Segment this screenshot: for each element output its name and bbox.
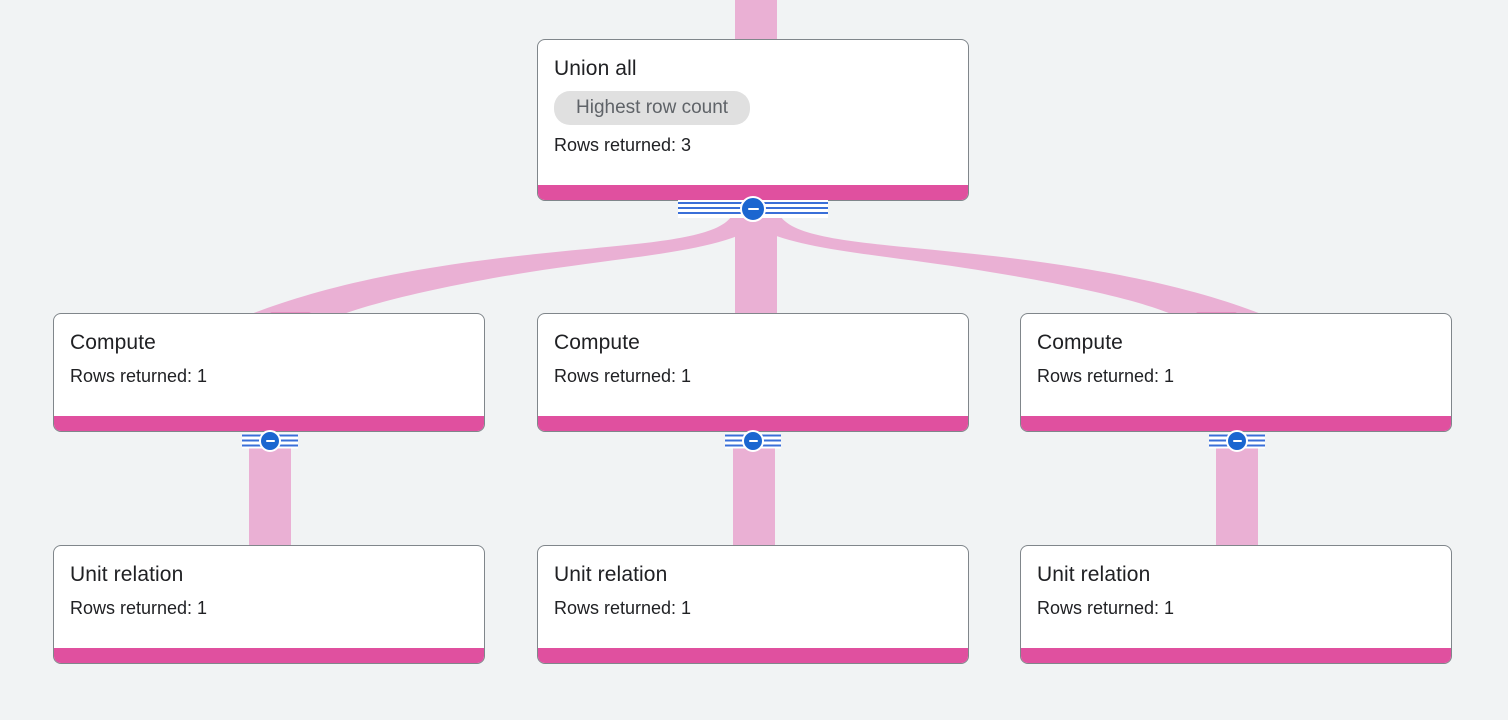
- node-title: Union all: [554, 57, 637, 80]
- node-compute-2[interactable]: Compute Rows returned: 1: [537, 313, 969, 432]
- node-footer-bar: [54, 648, 484, 663]
- minus-icon[interactable]: [740, 196, 766, 222]
- node-footer-bar: [1021, 416, 1451, 431]
- edge-union-all-to-compute-3: [735, 205, 1266, 325]
- collapse-toggle-compute-2[interactable]: [725, 430, 781, 452]
- node-body: Compute Rows returned: 1: [54, 314, 484, 416]
- node-footer-bar: [54, 416, 484, 431]
- rows-returned-label: Rows returned: 1: [1037, 366, 1175, 386]
- node-title: Unit relation: [1037, 563, 1151, 586]
- node-body: Unit relation Rows returned: 1: [538, 546, 968, 648]
- node-title: Unit relation: [554, 563, 668, 586]
- node-title: Compute: [1037, 331, 1123, 354]
- node-body: Unit relation Rows returned: 1: [1021, 546, 1451, 648]
- node-footer-bar: [538, 185, 968, 200]
- node-body: Unit relation Rows returned: 1: [54, 546, 484, 648]
- node-body: Compute Rows returned: 1: [1021, 314, 1451, 416]
- node-unit-relation-2[interactable]: Unit relation Rows returned: 1: [537, 545, 969, 664]
- node-title: Unit relation: [70, 563, 184, 586]
- node-footer-bar: [538, 648, 968, 663]
- edge-compute-1-to-unit-relation-1: [249, 437, 291, 549]
- collapse-toggle-compute-3[interactable]: [1209, 430, 1265, 452]
- edge-incoming-to-union-all: [735, 0, 777, 42]
- node-body: Union all Highest row count Rows returne…: [538, 40, 968, 185]
- status-badge: Highest row count: [554, 91, 751, 125]
- minus-icon[interactable]: [1226, 430, 1248, 452]
- node-body: Compute Rows returned: 1: [538, 314, 968, 416]
- rows-returned-label: Rows returned: 1: [554, 598, 692, 618]
- rows-returned-label: Rows returned: 1: [1037, 598, 1175, 618]
- collapse-toggle-union-all[interactable]: [678, 196, 828, 222]
- node-compute-1[interactable]: Compute Rows returned: 1: [53, 313, 485, 432]
- node-union-all[interactable]: Union all Highest row count Rows returne…: [537, 39, 969, 201]
- edge-compute-2-to-unit-relation-2: [733, 437, 775, 549]
- rows-returned-label: Rows returned: 3: [554, 135, 692, 155]
- minus-icon[interactable]: [259, 430, 281, 452]
- rows-returned-label: Rows returned: 1: [554, 366, 692, 386]
- edge-compute-3-to-unit-relation-3: [1216, 437, 1258, 549]
- collapse-toggle-compute-1[interactable]: [242, 430, 298, 452]
- rows-returned-label: Rows returned: 1: [70, 598, 208, 618]
- toggle-wing-right: [753, 200, 828, 218]
- toggle-wing-left: [678, 200, 753, 218]
- rows-returned-label: Rows returned: 1: [70, 366, 208, 386]
- node-unit-relation-1[interactable]: Unit relation Rows returned: 1: [53, 545, 485, 664]
- node-footer-bar: [538, 416, 968, 431]
- minus-icon[interactable]: [742, 430, 764, 452]
- node-title: Compute: [554, 331, 640, 354]
- node-title: Compute: [70, 331, 156, 354]
- edge-union-all-to-compute-1: [246, 205, 777, 325]
- node-compute-3[interactable]: Compute Rows returned: 1: [1020, 313, 1452, 432]
- node-unit-relation-3[interactable]: Unit relation Rows returned: 1: [1020, 545, 1452, 664]
- node-footer-bar: [1021, 648, 1451, 663]
